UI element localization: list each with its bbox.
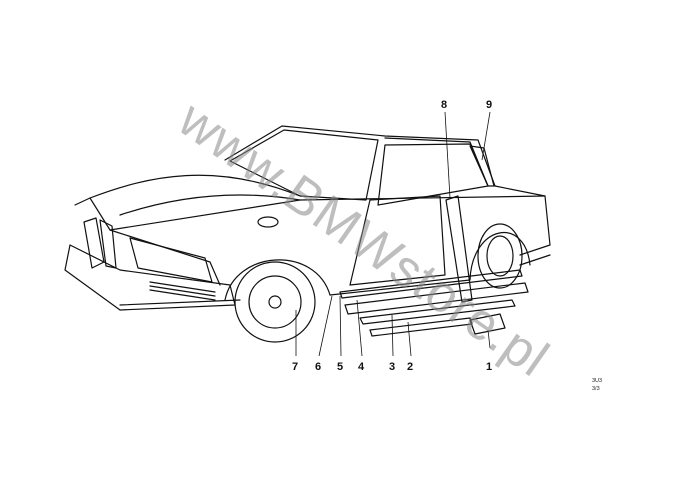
- bumper-grille-slats: [149, 281, 216, 301]
- callout-7: 7: [292, 361, 298, 373]
- roof-seal: [384, 137, 489, 187]
- side-mirror: [257, 216, 279, 228]
- rear-fender: [494, 185, 551, 256]
- sill-bracket: [469, 313, 506, 335]
- lower-body-line: [119, 254, 551, 306]
- watermark: www.BMWstore.pl: [167, 90, 559, 389]
- sill-strip-lower: [359, 299, 516, 325]
- ref-code-line1: 3U3: [592, 378, 602, 384]
- callout-1: 1: [486, 361, 492, 373]
- door-outline: [349, 195, 446, 286]
- sill-panel: [344, 282, 529, 315]
- callout-9: 9: [486, 99, 492, 111]
- front-hub: [268, 295, 282, 309]
- rear-wheel-rim: [486, 235, 514, 277]
- front-wheel-rim: [248, 275, 302, 329]
- rear-wheel-arch: [469, 232, 531, 281]
- ref-code-line2: 3/3: [592, 386, 600, 392]
- roof-outline: [224, 125, 496, 187]
- headlight-housing: [129, 237, 213, 283]
- sill-trim-upper: [339, 269, 523, 299]
- callout-5: 5: [337, 361, 343, 373]
- windshield: [229, 129, 379, 201]
- callout-3: 3: [389, 361, 395, 373]
- front-fascia: [74, 197, 221, 286]
- hood-outline: [89, 174, 301, 199]
- callout-6: 6: [315, 361, 321, 373]
- callout-2: 2: [407, 361, 413, 373]
- b-pillar-seal: [445, 195, 473, 303]
- front-wheel-arch: [224, 259, 331, 301]
- hood-crease: [119, 194, 301, 216]
- callout-4: 4: [358, 361, 365, 373]
- front-bumper: [64, 244, 236, 311]
- callout-8: 8: [441, 99, 447, 111]
- front-tire: [234, 261, 316, 343]
- callout-numbers: 1 2 3 4 5 6 7 8 9: [292, 99, 492, 373]
- rear-tire: [477, 223, 523, 289]
- belt-line: [109, 195, 546, 231]
